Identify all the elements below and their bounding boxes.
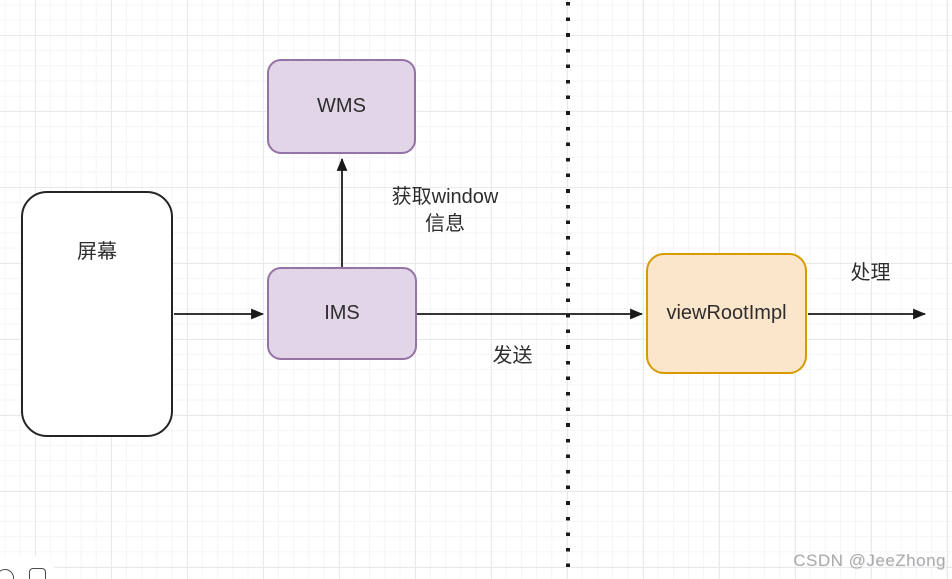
node-ims-label: IMS	[324, 302, 360, 324]
node-viewrootimpl: viewRootImpl	[646, 253, 807, 374]
node-ims: IMS	[267, 267, 417, 360]
circle-shape-icon[interactable]	[0, 569, 14, 579]
dotted-divider-line	[566, 2, 570, 568]
square-shape-icon[interactable]	[29, 568, 46, 579]
node-wms: WMS	[267, 59, 416, 154]
node-screen-label: 屏幕	[77, 241, 117, 263]
shape-palette-panel	[0, 556, 54, 579]
edge-label-get-window-info: 获取window 信息	[391, 186, 499, 235]
csdn-watermark: CSDN @JeeZhong	[793, 551, 946, 570]
node-wms-label: WMS	[317, 95, 366, 117]
edge-label-send: 发送	[492, 345, 533, 367]
edge-label-process: 处理	[850, 262, 891, 284]
node-screen: 屏幕	[21, 191, 173, 437]
node-viewrootimpl-label: viewRootImpl	[666, 302, 787, 324]
